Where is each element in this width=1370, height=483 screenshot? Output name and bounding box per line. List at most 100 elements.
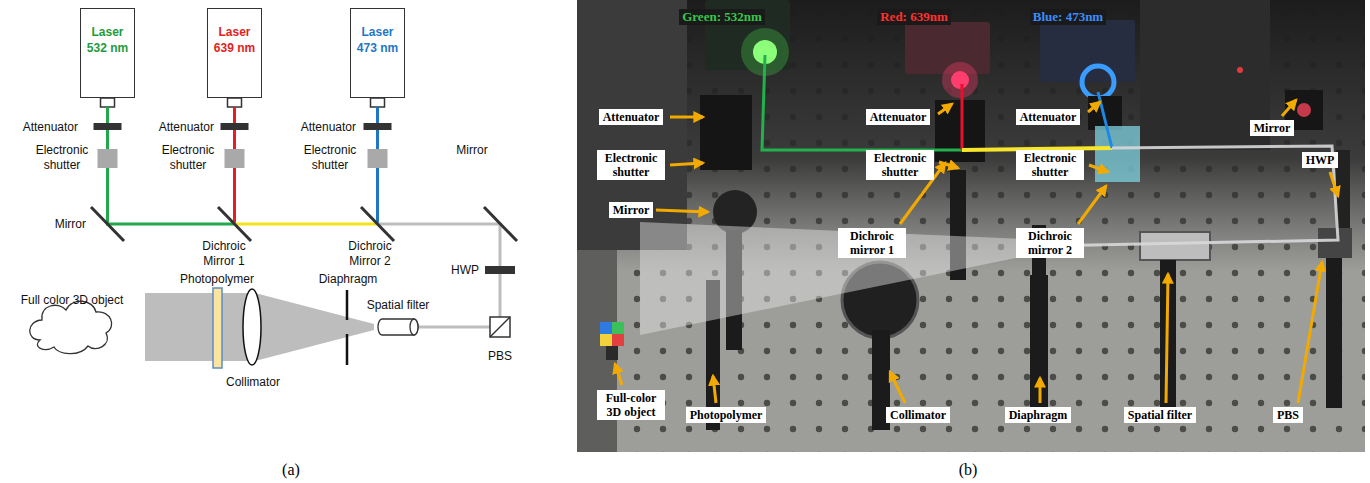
node-text: Mirror <box>613 203 649 217</box>
component-tag: Dichroic mirror 2 <box>1016 228 1084 259</box>
wavelength-label: Red: 639nm <box>877 9 951 25</box>
component-tag: Full-color 3D object <box>597 390 665 421</box>
setup-photo <box>1030 275 1048 415</box>
spatial-filter-symbol <box>378 319 418 335</box>
component-label: Diaphragm <box>319 272 378 287</box>
component-label: Electronic shutter <box>158 143 218 173</box>
component-tag: Attenuator <box>866 109 931 125</box>
setup-photo <box>942 62 978 98</box>
component-tag: PBS <box>1273 407 1303 423</box>
component-tag: Electronic shutter <box>866 150 934 181</box>
mirror-symbol <box>91 207 517 241</box>
setup-photo <box>951 71 969 89</box>
node-text: Spatial filter <box>1128 408 1192 422</box>
wavelength-label: Green: 532nm <box>679 9 765 25</box>
pointer-arrow <box>1088 102 1100 112</box>
component-label: Attenuator <box>159 120 214 135</box>
component-tag: Attenuator <box>1016 109 1081 125</box>
node-text: Photopolymer <box>690 408 763 422</box>
hwp-symbol <box>485 266 515 274</box>
laser-beam <box>235 223 378 226</box>
setup-photo <box>1140 232 1210 260</box>
node-text: Laser 532 nm <box>84 25 132 56</box>
laser-nozzle <box>101 98 385 107</box>
spatial-filter-symbol <box>378 319 418 335</box>
component-tag: HWP <box>1302 152 1339 168</box>
pbs-symbol <box>490 317 510 337</box>
pointer-arrow <box>670 116 703 119</box>
setup-photo <box>612 322 624 334</box>
laser-nozzle <box>101 98 115 107</box>
node-text: Dichroic mirror 1 <box>842 229 902 258</box>
panel-letter: (a) <box>282 461 300 479</box>
node-text: Electronic shutter <box>601 151 661 180</box>
node-text: Electronic shutter <box>1020 151 1080 180</box>
setup-photo <box>640 222 1045 335</box>
wavelength-label: Blue: 473nm <box>1030 9 1106 25</box>
node-text: Collimator <box>890 408 946 422</box>
attenuator-symbol <box>221 123 249 130</box>
pbs-symbol <box>490 317 510 337</box>
pointer-arrow <box>615 100 1338 403</box>
diaphragm-symbol <box>346 334 349 365</box>
setup-photo <box>700 95 752 170</box>
object-cloud <box>30 301 112 353</box>
setup-photo <box>600 334 612 346</box>
pointer-arrow <box>938 104 952 114</box>
pointer-arrow <box>1089 165 1108 172</box>
node-text: Laser 473 nm <box>354 25 402 56</box>
pointer-arrow <box>1078 186 1106 224</box>
laser-beam <box>378 224 501 327</box>
setup-photo <box>1237 67 1243 73</box>
mirror-symbol <box>484 207 517 241</box>
setup-photo <box>905 22 990 74</box>
setup-photo <box>1095 126 1140 182</box>
component-label: Mirror <box>55 217 86 232</box>
collimator-lens <box>243 289 261 365</box>
spatial-filter-symbol <box>410 319 418 335</box>
pointer-arrow <box>713 376 716 403</box>
setup-photo <box>1098 92 1112 148</box>
component-label: Electronic shutter <box>300 143 360 173</box>
mirror-symbol <box>361 207 394 241</box>
panel-letter: (b) <box>959 461 978 479</box>
component-tag: Diaphragm <box>1005 407 1072 423</box>
node-text: Attenuator <box>870 110 927 124</box>
setup-photo <box>1326 258 1342 408</box>
setup-photo <box>1318 228 1352 258</box>
pointer-arrow <box>656 210 708 212</box>
laser-box: Laser 473 nm <box>350 8 405 98</box>
setup-photo <box>577 250 617 452</box>
component-label: Mirror <box>456 143 487 158</box>
component-tag: Mirror <box>1250 120 1294 136</box>
pointer-arrow <box>1166 274 1168 403</box>
setup-photo <box>577 0 1365 452</box>
setup-photo <box>762 55 962 150</box>
component-label: Photopolymer <box>180 272 254 287</box>
pbs-symbol <box>490 317 510 337</box>
setup-photo <box>577 0 687 250</box>
photopolymer-plate <box>213 288 222 368</box>
node-text: Diaphragm <box>1009 408 1068 422</box>
setup-photo <box>577 0 1365 452</box>
component-label: PBS <box>488 349 512 364</box>
setup-photo <box>612 334 624 346</box>
component-tag: Electronic shutter <box>1016 150 1084 181</box>
laser-box: Laser 532 nm <box>80 8 135 98</box>
laser-nozzle <box>228 98 242 107</box>
node-text: HWP <box>1306 153 1335 167</box>
setup-photo <box>1160 260 1176 410</box>
schematic <box>30 98 517 368</box>
node-text: Dichroic mirror 2 <box>1020 229 1080 258</box>
setup-photo <box>606 346 618 360</box>
setup-photo <box>935 100 985 162</box>
component-tag: Collimator <box>886 407 950 423</box>
node-text: Electronic shutter <box>870 151 930 180</box>
component-label: Spatial filter <box>367 298 430 313</box>
node-text: Mirror <box>1254 121 1290 135</box>
node-text: PBS <box>1277 408 1299 422</box>
setup-photo <box>577 0 1365 452</box>
component-label: Dichroic Mirror 2 <box>341 239 399 269</box>
component-tag: Photopolymer <box>686 407 767 423</box>
pointer-arrow <box>1039 378 1042 403</box>
